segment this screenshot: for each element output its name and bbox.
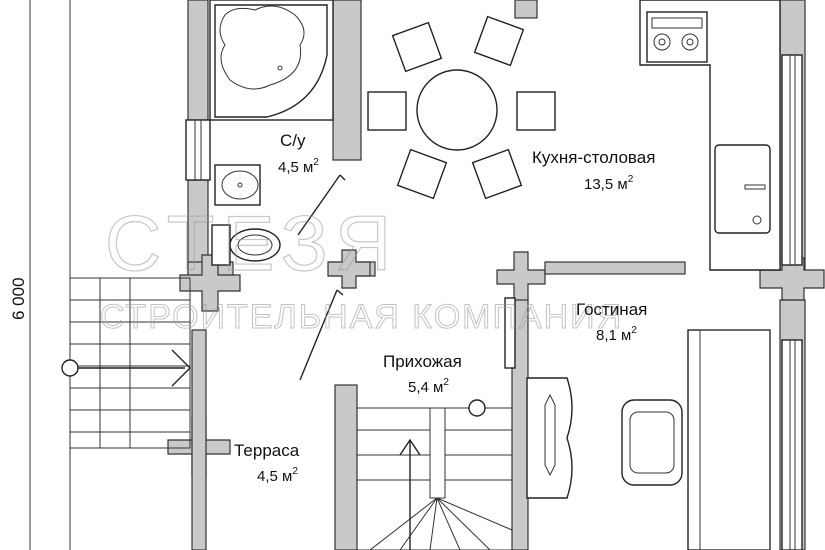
interior-stairs: [356, 399, 513, 550]
room-label-bathroom: С/у 4,5 м2: [278, 131, 319, 176]
wall-segment: [334, 384, 358, 550]
room-area: 13,5 м2: [584, 174, 634, 193]
terrace-stairs: [61, 277, 191, 449]
dining-table: [367, 15, 556, 200]
room-label-hall: Прихожая 5,4 м2: [383, 352, 462, 396]
wall-cross: [327, 249, 371, 289]
wall-segment: [332, 0, 362, 161]
windows: [185, 54, 803, 550]
toilet-icon: [211, 224, 281, 266]
chair: [516, 91, 556, 131]
wall-cross: [496, 251, 546, 303]
chair: [471, 148, 523, 200]
dimension-label: 6 000: [9, 277, 28, 320]
room-label-kitchen: Кухня-столовая 13,5 м2: [532, 148, 655, 193]
watermark-title: СТЕЗЯ: [105, 199, 399, 287]
door-hall: [299, 289, 338, 381]
room-name: Терраса: [234, 441, 300, 460]
room-name: Кухня-столовая: [532, 148, 655, 167]
wall-segment: [544, 261, 686, 275]
window-bathroom: [185, 119, 211, 181]
room-area: 4,5 м2: [257, 466, 298, 485]
room-area: 5,4 м2: [408, 377, 449, 396]
sink-icon: [214, 164, 261, 206]
room-area: 4,5 м2: [278, 157, 319, 176]
room-area: 8,1 м2: [596, 325, 637, 344]
chair: [473, 15, 525, 67]
bathtub: [209, 0, 334, 121]
walls: [167, 0, 825, 550]
chair: [367, 91, 407, 131]
room-name: Гостиная: [576, 300, 647, 319]
wall-segment: [187, 0, 209, 121]
chair: [396, 148, 448, 200]
watermark-subtitle: СТРОИТЕЛЬНАЯ КОМПАНИЯ: [100, 298, 623, 336]
room-label-living: Гостиная 8,1 м2: [576, 300, 647, 344]
wall-cross: [179, 254, 241, 312]
dimension-line: 6 000: [9, 0, 31, 550]
wall-segment: [514, 0, 538, 19]
room-label-terrace: Терраса 4,5 м2: [234, 441, 300, 485]
window-kitchen: [781, 54, 803, 266]
doors: [297, 174, 516, 381]
wall-segment: [191, 329, 207, 550]
room-name: Прихожая: [383, 352, 462, 371]
watermark: СТЕЗЯ СТРОИТЕЛЬНАЯ КОМПАНИЯ: [100, 198, 623, 336]
stove-icon: [646, 11, 708, 63]
kitchen-counter: [639, 0, 781, 271]
window-living: [781, 339, 803, 550]
chair: [391, 21, 443, 73]
door-bathroom: [297, 174, 341, 236]
sink-icon: [714, 144, 771, 234]
coffee-table: [621, 399, 683, 486]
sofa: [687, 329, 771, 550]
door-living: [504, 297, 516, 369]
room-name: С/у: [280, 131, 306, 150]
tv-stand: [526, 377, 573, 499]
